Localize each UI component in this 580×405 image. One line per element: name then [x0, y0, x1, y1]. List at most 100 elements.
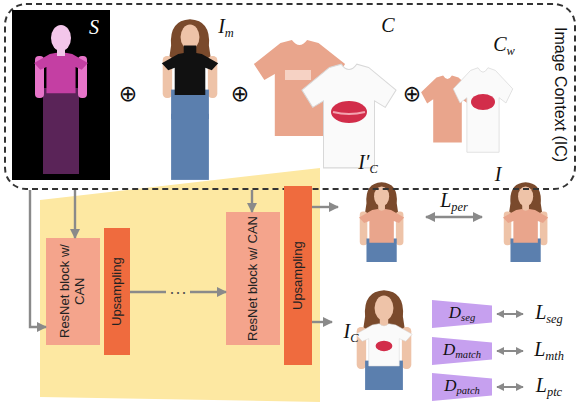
symbol-base: D: [443, 340, 455, 359]
output-illustration: [359, 182, 404, 262]
symbol-subscript: patch: [456, 385, 479, 396]
garment-illustration: [254, 40, 396, 168]
symbol-subscript: C: [369, 162, 377, 176]
segmentation-image: S: [12, 10, 110, 180]
upsampling-block: Upsampling: [104, 228, 130, 355]
node-text: Image Context (IC): [551, 12, 569, 178]
symbol-base: C: [493, 33, 506, 55]
output-image: IC: [332, 283, 424, 400]
node-text: ResNet block w/ CAN: [246, 215, 261, 342]
text-box: I′C: [348, 150, 388, 178]
text-box: ResNet block w/ CAN: [226, 212, 280, 345]
flow-arrow: [251, 190, 253, 212]
symbol-base: I: [218, 15, 225, 37]
symbol-subscript: match: [455, 349, 481, 360]
node-text: C: [381, 14, 394, 36]
symbol-subscript: C: [350, 331, 358, 345]
label-box: Lseg: [526, 300, 572, 328]
target-image: I: [482, 150, 570, 262]
label-box: ⊕: [229, 80, 251, 108]
symbol-base: L: [440, 189, 451, 211]
symbol-subscript: w: [507, 44, 515, 58]
discriminator: Dmatch: [432, 337, 492, 365]
text-box: S: [82, 14, 106, 40]
edge-label: Lper: [437, 189, 471, 215]
node-text: IC: [344, 320, 359, 345]
symbol-subscript: ptc: [547, 385, 562, 399]
resnet-block: ResNet block w/ CAN: [46, 238, 100, 345]
person-image: Im: [146, 10, 240, 182]
node-text: Dseg: [449, 304, 475, 324]
output-illustration: [356, 290, 412, 390]
node-text: Cw: [493, 33, 515, 58]
text-box: Image Context (IC): [548, 9, 572, 181]
symbol-base: L: [535, 301, 546, 323]
node-text: Dmatch: [443, 341, 481, 361]
node-text: Upsampling: [291, 189, 306, 362]
resnet-block: ResNet block w/ CAN: [226, 212, 280, 345]
concat-symbol: ⊕: [403, 82, 421, 106]
loss-name: Lmth: [534, 338, 564, 363]
flow-arrow: [312, 206, 338, 208]
symbol-subscript: m: [225, 26, 234, 40]
node-text: Im: [218, 15, 234, 40]
concat-symbol: ⊕: [231, 82, 249, 106]
loss-name: Lptc: [536, 374, 562, 399]
node-text: Dpatch: [444, 377, 480, 397]
warped-garment-image: Cw: [418, 12, 528, 172]
label-box: Lmth: [526, 337, 572, 365]
symbol-base: D: [449, 303, 461, 322]
flow-arrow: [312, 321, 332, 323]
symbol-base: I′: [358, 151, 369, 173]
symbol-base: L: [536, 374, 547, 396]
edge-label: ···: [166, 282, 190, 303]
text-box: IC: [334, 319, 368, 347]
generator-body: [40, 168, 320, 402]
label-box: ⊕: [401, 80, 423, 108]
concat-symbol: ⊕: [119, 82, 137, 106]
discriminator: Dpatch: [432, 373, 492, 401]
loss-name: Lseg: [535, 301, 563, 326]
context-group: Image Context (IC)SImCCw: [4, 3, 576, 190]
trapezoid-fill: [432, 373, 492, 401]
symbol-subscript: seg: [546, 312, 563, 326]
warped-garment-illustration: [421, 68, 513, 152]
text-box: Im: [212, 14, 240, 42]
output-image: I′C: [338, 150, 426, 262]
symbol-base: I: [344, 320, 351, 342]
symbol-base: D: [444, 376, 456, 395]
text-box: I: [486, 160, 510, 188]
text-box: Dmatch: [432, 337, 492, 365]
node-text: S: [89, 16, 99, 38]
node-text: I′C: [358, 151, 377, 176]
discriminator: Dseg: [432, 300, 492, 328]
text-box: C: [376, 12, 400, 38]
trapezoid-fill: [432, 337, 492, 365]
symbol-subscript: per: [451, 200, 468, 214]
trapezoid-fill: [432, 300, 492, 328]
garment-image: C: [250, 10, 402, 180]
loss-arrows: [497, 314, 523, 387]
target-illustration: [503, 182, 548, 262]
text-box: Upsampling: [284, 186, 312, 365]
symbol-subscript: mth: [545, 349, 564, 363]
segmentation-illustration: [12, 10, 110, 180]
text-box: Cw: [486, 32, 522, 60]
upsampling-block: Upsampling: [284, 186, 312, 365]
symbol-subscript: seg: [461, 312, 475, 323]
flow-arrow: [74, 190, 76, 238]
flow-arrow: [30, 190, 46, 327]
flow-arrow: [426, 216, 482, 218]
text-box: Dseg: [432, 300, 492, 328]
text-box: Upsampling: [104, 228, 130, 355]
node-text: ResNet block w/ CAN: [58, 241, 88, 342]
label-box: Lptc: [526, 373, 572, 401]
node-text: Upsampling: [110, 231, 125, 352]
text-box: ResNet block w/ CAN: [46, 238, 100, 345]
symbol-base: L: [534, 338, 545, 360]
text-box: Dpatch: [432, 373, 492, 401]
node-text: I: [495, 163, 502, 185]
label-box: ⊕: [117, 80, 139, 108]
person-illustration: [162, 19, 218, 180]
